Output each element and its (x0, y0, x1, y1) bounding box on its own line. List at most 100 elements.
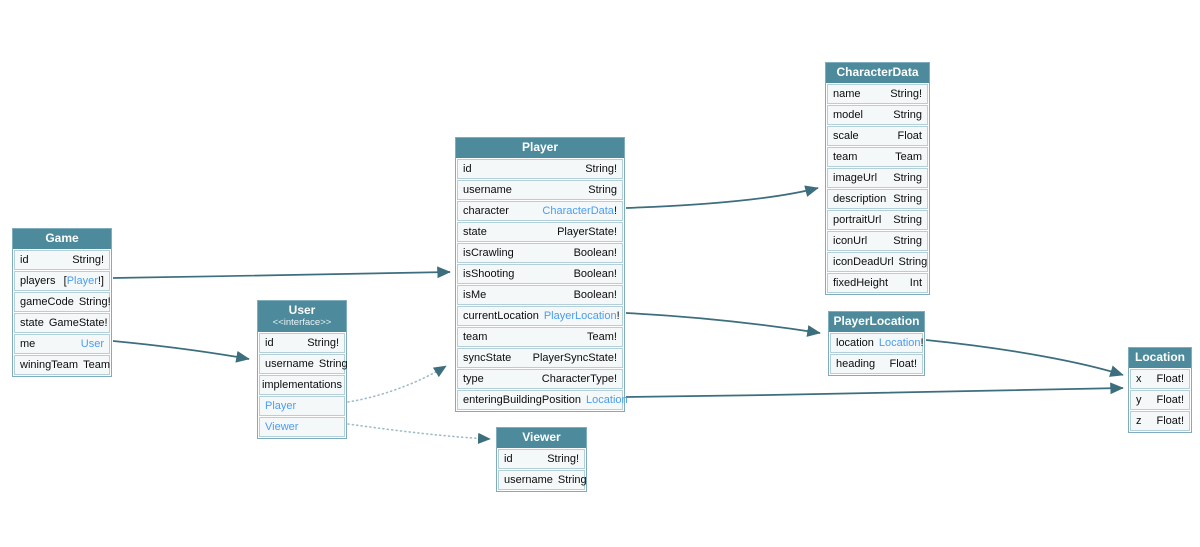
field-name: players (20, 274, 56, 287)
field-type: Team (83, 359, 110, 371)
field-type: Float! (1156, 394, 1184, 406)
node-title-user[interactable]: User<<interface>> (258, 301, 346, 332)
field-name: id (20, 253, 29, 266)
field-type: Boolean! (574, 247, 617, 259)
type-link-location[interactable]: Location (586, 393, 628, 406)
field-row-me[interactable]: me User (14, 333, 110, 354)
field-name: fixedHeight (833, 276, 889, 289)
type-suffix: PlayerSyncState! (532, 351, 617, 364)
field-name: imageUrl (833, 171, 878, 184)
type-suffix: Float! (1156, 372, 1184, 385)
node-title-viewer[interactable]: Viewer (497, 428, 586, 448)
type-link-location[interactable]: Location (878, 336, 921, 349)
node-title-characterdata[interactable]: CharacterData (826, 63, 929, 83)
node-title-playerlocation[interactable]: PlayerLocation (829, 312, 924, 332)
type-link-viewer[interactable]: Viewer (265, 420, 299, 433)
type-link-player[interactable]: Player (66, 274, 98, 287)
implementation-row-player[interactable]: Player (259, 395, 345, 416)
node-title-label: User (288, 303, 316, 317)
field-name: description (833, 192, 887, 205)
field-row-players[interactable]: players[Player!] (14, 270, 110, 291)
field-name: state (463, 225, 487, 238)
field-row-winingTeam[interactable]: winingTeam Team (14, 354, 110, 375)
type-suffix: String (893, 108, 922, 121)
node-title-player[interactable]: Player (456, 138, 624, 158)
field-type: User (81, 338, 104, 350)
type-suffix: ! (920, 336, 924, 349)
field-name: username (504, 473, 553, 486)
implementation-row-viewer[interactable]: Viewer (259, 416, 345, 437)
field-row-iconUrl[interactable]: iconUrl String (827, 230, 928, 251)
field-type: String (893, 235, 922, 247)
node-title-game[interactable]: Game (13, 229, 111, 249)
node-title-label: Player (521, 140, 559, 154)
field-name: iconUrl (833, 234, 868, 247)
type-suffix: String (893, 192, 922, 205)
type-suffix: String! (78, 295, 111, 308)
field-name: me (20, 337, 36, 350)
field-type: Float! (1156, 373, 1184, 385)
field-row-imageUrl[interactable]: imageUrl String (827, 167, 928, 188)
field-name: winingTeam (20, 358, 79, 371)
type-suffix: String (893, 234, 922, 247)
type-suffix: String (588, 183, 617, 196)
field-name: id (265, 336, 274, 349)
field-name: isMe (463, 288, 487, 301)
type-link-player[interactable]: Player (265, 399, 297, 412)
field-row-description[interactable]: description String (827, 188, 928, 209)
field-type: Boolean! (574, 268, 617, 280)
field-name: type (463, 372, 484, 385)
node-title-label: PlayerLocation (833, 314, 920, 328)
type-link-user[interactable]: User (80, 337, 104, 350)
field-type: GameState! (49, 317, 108, 329)
type-link-characterdata[interactable]: CharacterData (542, 204, 614, 217)
type-suffix: String (893, 171, 922, 184)
field-type: Location! (879, 337, 924, 349)
field-type: Float! (889, 358, 917, 370)
field-type: String (588, 184, 617, 196)
node-title-location[interactable]: Location (1129, 348, 1191, 368)
type-link-playerlocation[interactable]: PlayerLocation (543, 309, 617, 322)
field-type: Location (586, 394, 628, 406)
field-name: id (504, 452, 513, 465)
